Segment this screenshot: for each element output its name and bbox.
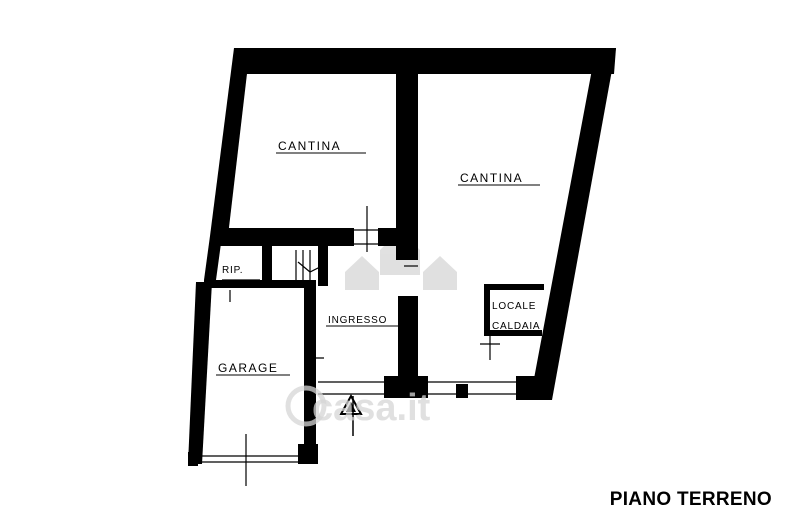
wall-stair-right bbox=[318, 246, 328, 286]
room-label-garage: GARAGE bbox=[218, 361, 278, 375]
watermark-circle-icon bbox=[285, 385, 327, 427]
wall-locale-mid bbox=[484, 330, 542, 336]
wall-locale-left bbox=[484, 284, 490, 336]
watermark-text: casa.it bbox=[312, 387, 431, 429]
wall-bottom-right bbox=[516, 376, 550, 400]
room-label-locale-line1: LOCALE bbox=[492, 301, 536, 312]
wall-cantina-bottom bbox=[212, 228, 354, 246]
interior-walls bbox=[204, 60, 544, 386]
wall-right bbox=[530, 48, 616, 400]
room-label-cantina-right: CANTINA bbox=[460, 171, 523, 185]
wall-garage-left bbox=[188, 282, 212, 464]
room-label-rip: RIP. bbox=[222, 265, 243, 276]
wall-top bbox=[234, 48, 616, 74]
room-label-locale-line2: CALDAIA bbox=[492, 321, 540, 332]
detail-lines bbox=[198, 206, 516, 486]
room-label-cantina-left: CANTINA bbox=[278, 139, 341, 153]
wall-center-vertical bbox=[396, 60, 418, 260]
floor-title: PIANO TERRENO bbox=[609, 489, 772, 510]
wall-locale-top bbox=[484, 284, 544, 290]
wall-rip-right bbox=[262, 246, 272, 284]
wall-left-mid bbox=[204, 236, 222, 280]
entrance-arrow-icon bbox=[339, 393, 363, 436]
wall-center-vertical-lower bbox=[398, 296, 418, 386]
room-label-ingresso: INGRESSO bbox=[328, 315, 387, 326]
wall-cantina-bottom-right bbox=[378, 228, 400, 246]
wall-bottom-step bbox=[456, 384, 468, 398]
wall-garage-bottom bbox=[188, 452, 198, 466]
wall-rip-bottom bbox=[204, 280, 316, 288]
wall-left-upper bbox=[210, 48, 250, 236]
